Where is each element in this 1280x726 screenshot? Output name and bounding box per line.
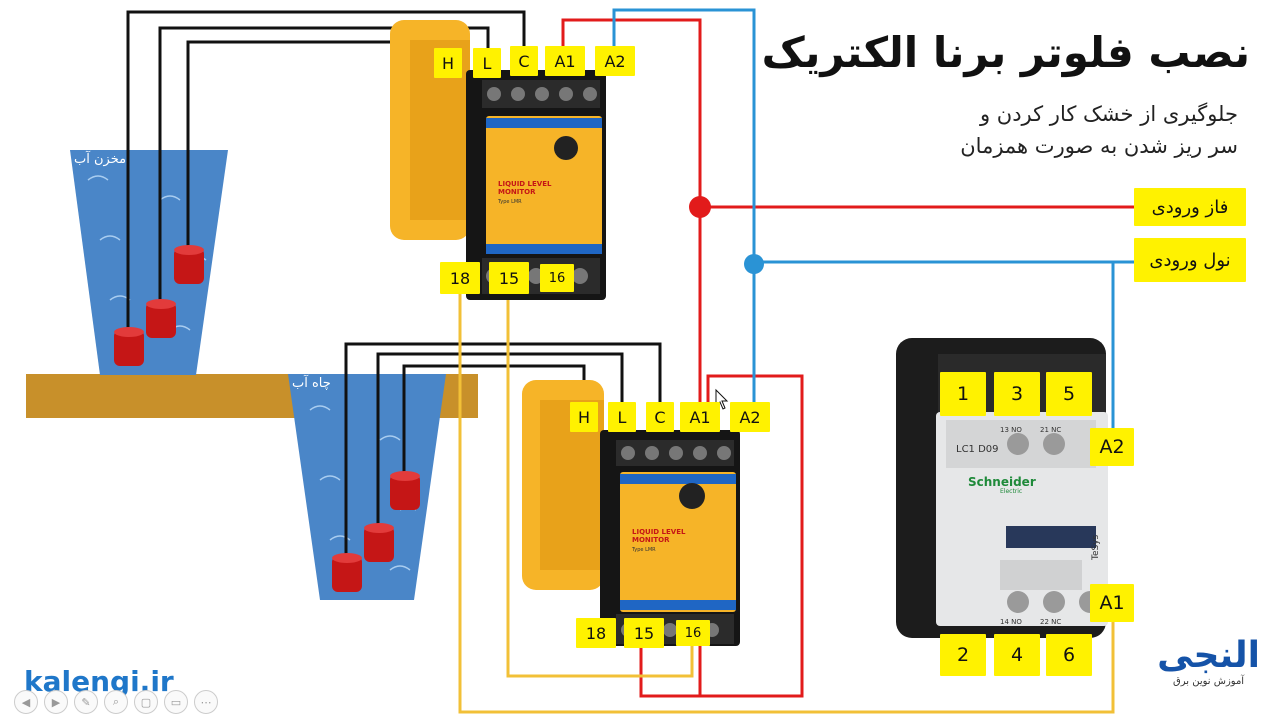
probe-storage-low: [114, 327, 144, 366]
relay-bottom-terminal-c: C: [646, 402, 674, 432]
storage-tank: [70, 150, 228, 375]
pen-icon[interactable]: ✎: [74, 690, 98, 714]
contactor-terminal-3: 3: [994, 372, 1040, 416]
contactor-terminal-6: 6: [1046, 634, 1092, 676]
slides-icon[interactable]: ▢: [134, 690, 158, 714]
signal-wires: [458, 292, 1115, 714]
probe-well-low: [332, 553, 362, 592]
relay-bottom: LIQUID LEVEL MONITOR Type LMR: [522, 380, 740, 646]
relay-top-panel-text-1: LIQUID LEVEL: [498, 180, 552, 188]
contactor-terminal-5: 5: [1046, 372, 1092, 416]
relay-bottom-panel-text-3: Type LMR: [631, 547, 656, 553]
relay-top-terminal-a2: A2: [595, 46, 635, 76]
well-tank: [288, 374, 446, 600]
contactor-series: TeSys: [1091, 534, 1101, 561]
contactor-model: LC1 D09: [956, 444, 999, 455]
relay-top-terminal-16: 16: [540, 264, 574, 292]
relay-bottom-terminal-18: 18: [576, 618, 616, 648]
aux-top-2: 21 NC: [1040, 426, 1061, 434]
relay-top-terminal-l: L: [473, 48, 501, 78]
relay-bottom-panel-text-2: MONITOR: [632, 536, 670, 544]
neutral-wires: [612, 8, 1138, 430]
aux-bottom-1: 14 NO: [1000, 618, 1022, 626]
page-subtitle: جلوگیری از خشک کار کردن و سر ریز شدن به …: [960, 98, 1238, 162]
relay-top-terminal-c: C: [510, 46, 538, 76]
phase-input-label: فاز ورودی: [1134, 188, 1246, 226]
relay-top-panel-text-3: Type LMR: [497, 199, 522, 205]
relay-bottom-terminal-15: 15: [624, 618, 664, 648]
more-icon[interactable]: ⋯: [194, 690, 218, 714]
probe-storage-high: [174, 245, 204, 284]
relay-top-terminal-18: 18: [440, 262, 480, 294]
relay-top-panel-text-2: MONITOR: [498, 188, 536, 196]
page-title: نصب فلوتر برنا الکتریک: [761, 28, 1251, 77]
contactor-coil-a2: A2: [1090, 428, 1134, 466]
relay-top-terminal-15: 15: [489, 262, 529, 294]
relay-bottom-panel-text-1: LIQUID LEVEL: [632, 528, 686, 536]
phase-junction: [689, 196, 711, 218]
relay-top-terminal-a1: A1: [545, 46, 585, 76]
probe-well-mid: [364, 523, 394, 562]
zoom-icon[interactable]: ⌕: [104, 690, 128, 714]
probe-well-high: [390, 471, 420, 510]
aux-bottom-2: 22 NC: [1040, 618, 1061, 626]
probe-storage-mid: [146, 299, 176, 338]
relay-bottom-terminal-a2: A2: [730, 402, 770, 432]
brand-name: النجی: [1157, 635, 1260, 676]
well-tank-label: چاه آب: [292, 376, 331, 391]
contactor-terminal-4: 4: [994, 634, 1040, 676]
relay-bottom-terminal-a1: A1: [680, 402, 720, 432]
captions-icon[interactable]: ▭: [164, 690, 188, 714]
previous-icon[interactable]: ◀: [14, 690, 38, 714]
subtitle-line-1: جلوگیری از خشک کار کردن و: [979, 102, 1238, 126]
contactor-brand-sub: Electric: [1000, 488, 1022, 495]
relay-top-terminal-h: H: [434, 48, 462, 78]
contactor-terminal-1: 1: [940, 372, 986, 416]
relay-bottom-terminal-h: H: [570, 402, 598, 432]
contactor-terminal-2: 2: [940, 634, 986, 676]
probes: [114, 245, 420, 592]
relay-bottom-terminal-l: L: [608, 402, 636, 432]
subtitle-line-2: سر ریز شدن به صورت همزمان: [960, 134, 1238, 158]
relay-bottom-terminal-16: 16: [676, 620, 710, 646]
contactor-coil-a1: A1: [1090, 584, 1134, 622]
storage-tank-label: مخزن آب: [74, 152, 127, 167]
next-icon[interactable]: ▶: [44, 690, 68, 714]
neutral-junction: [744, 254, 764, 274]
brand-logo: النجی آموزش نوین برق: [1157, 635, 1260, 687]
aux-top-1: 13 NO: [1000, 426, 1022, 434]
contactor-brand: Schneider: [968, 475, 1036, 489]
phase-wires: [561, 18, 1138, 698]
player-toolbar: ◀ ▶ ✎ ⌕ ▢ ▭ ⋯: [14, 690, 218, 714]
neutral-input-label: نول ورودی: [1134, 238, 1246, 282]
brand-tagline: آموزش نوین برق: [1172, 676, 1245, 687]
